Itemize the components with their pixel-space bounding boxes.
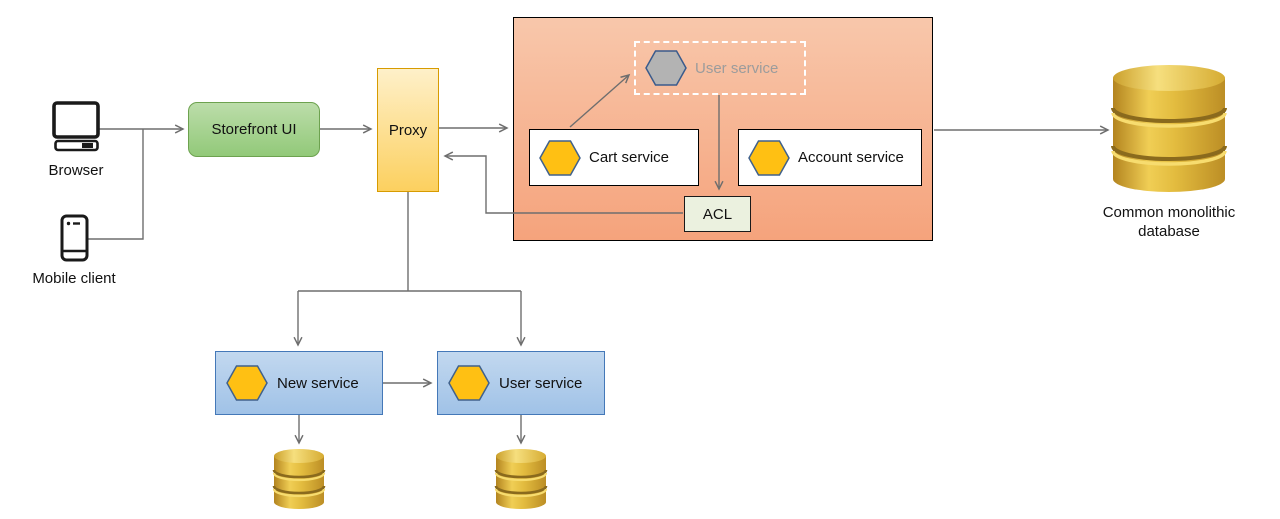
proxy-label: Proxy [388, 121, 428, 139]
service-hexagon-icon [539, 139, 581, 176]
new-service-database-icon[interactable] [272, 449, 326, 509]
user-service-label: User service [499, 374, 583, 392]
legacy-user-service-label: User service [695, 59, 779, 77]
service-hexagon-icon [748, 139, 790, 176]
new-service-node[interactable]: New service [215, 351, 383, 415]
mobile-client-label: Mobile client [32, 270, 116, 287]
account-service-label: Account service [798, 149, 904, 166]
cart-service-label: Cart service [589, 149, 670, 166]
line-proxy-split [298, 192, 521, 292]
common-database-label: Common monolithic database [1102, 204, 1236, 240]
storefront-ui-label: Storefront UI [211, 121, 297, 138]
service-hexagon-icon [226, 365, 268, 401]
account-service-node[interactable]: Account service [738, 129, 922, 186]
service-hexagon-icon [448, 365, 490, 401]
user-service-database-icon[interactable] [494, 449, 548, 509]
acl-label: ACL [702, 205, 733, 223]
proxy-node[interactable]: Proxy [377, 68, 439, 192]
gray-hexagon-icon [645, 50, 687, 86]
monolith-container[interactable]: User service Cart service Account servic… [513, 17, 933, 241]
cart-service-node[interactable]: Cart service [529, 129, 699, 186]
acl-node[interactable]: ACL [684, 196, 751, 232]
storefront-ui-node[interactable]: Storefront UI [188, 102, 320, 157]
common-database-icon[interactable] [1111, 65, 1227, 192]
mobile-client-icon[interactable] [60, 214, 89, 262]
browser-icon[interactable] [52, 101, 100, 152]
legacy-user-service-node[interactable]: User service [634, 41, 806, 95]
user-service-node[interactable]: User service [437, 351, 605, 415]
line-mobile-junction [87, 129, 144, 240]
browser-label: Browser [48, 162, 104, 179]
new-service-label: New service [277, 374, 359, 392]
